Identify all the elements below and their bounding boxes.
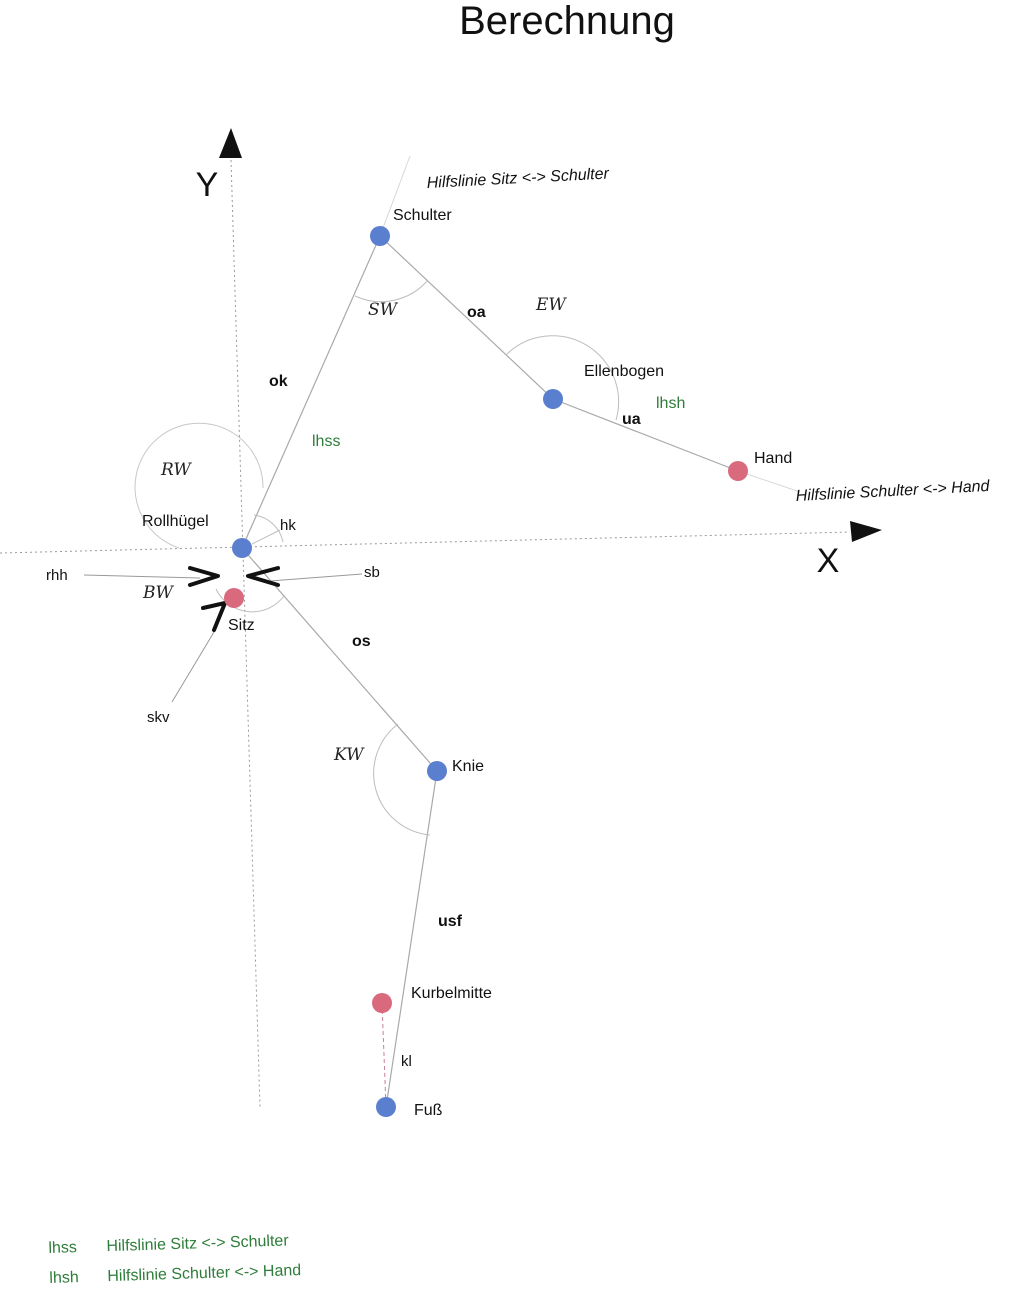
angle-arc-sw bbox=[354, 279, 429, 303]
joint-sitz bbox=[224, 588, 244, 608]
angle-arc-ew bbox=[505, 335, 620, 421]
pointer-skv bbox=[171, 631, 215, 703]
label-helper-lhsh: lhsh bbox=[656, 395, 685, 412]
angle-arc-hk bbox=[253, 514, 284, 543]
label-segment-ua: ua bbox=[622, 411, 641, 428]
legend-text: Hilfslinie Sitz <-> Schulter bbox=[106, 1232, 289, 1256]
helper-line-label-schulter-hand: Hilfslinie Schulter <-> Hand bbox=[795, 478, 991, 505]
label-segment-kl: kl bbox=[401, 1053, 412, 1070]
segment-oa bbox=[379, 235, 554, 400]
joint-hand bbox=[728, 461, 748, 481]
legend-text: Hilfslinie Schulter <-> Hand bbox=[107, 1262, 302, 1286]
label-segment-ok: ok bbox=[269, 373, 288, 390]
label-segment-sb: sb bbox=[364, 564, 380, 581]
angle-arc-bw bbox=[215, 588, 285, 613]
y-axis-arrow bbox=[219, 128, 242, 158]
label-knie: Knie bbox=[452, 758, 484, 775]
label-segment-os: os bbox=[352, 633, 371, 650]
segment-ok bbox=[241, 235, 381, 549]
angle-arc-rw bbox=[134, 422, 264, 549]
label-segment-hk: hk bbox=[280, 517, 296, 534]
angle-arc-kw bbox=[373, 723, 431, 836]
label-rollhuegel: Rollhügel bbox=[142, 513, 209, 530]
helper-line-schulter-hand-extension bbox=[737, 470, 801, 493]
y-axis bbox=[230, 159, 261, 1109]
label-segment-oa: oa bbox=[467, 304, 486, 321]
angle-label-sw: SW bbox=[368, 300, 399, 320]
angle-mark-left bbox=[188, 566, 220, 587]
pointer-sb bbox=[269, 573, 363, 582]
segment-usf bbox=[385, 770, 438, 1108]
helper-line-sitz-schulter-extension bbox=[379, 155, 411, 237]
label-hand: Hand bbox=[754, 450, 792, 467]
label-fuss: Fuß bbox=[414, 1102, 443, 1119]
joint-ellenbogen bbox=[543, 389, 563, 409]
joint-fuss bbox=[376, 1097, 396, 1117]
label-segment-skv: skv bbox=[147, 709, 170, 726]
angle-mark-lower bbox=[201, 601, 227, 632]
angle-label-kw: KW bbox=[333, 745, 365, 765]
x-axis-arrow bbox=[850, 521, 882, 542]
x-axis bbox=[0, 531, 851, 554]
legend-abbr: lhss bbox=[48, 1239, 78, 1257]
label-segment-rhh: rhh bbox=[46, 567, 68, 584]
helper-line-label-sitz-schulter: Hilfslinie Sitz <-> Schulter bbox=[426, 165, 610, 192]
joint-rollhuegel bbox=[232, 538, 252, 558]
pointer-hk bbox=[251, 529, 281, 545]
joint-schulter bbox=[370, 226, 390, 246]
angle-label-bw: BW bbox=[142, 583, 174, 603]
angle-label-rw: RW bbox=[160, 460, 192, 480]
joint-kurbelmitte bbox=[372, 993, 392, 1013]
label-kurbelmitte: Kurbelmitte bbox=[411, 985, 492, 1002]
label-schulter: Schulter bbox=[393, 207, 452, 224]
segment-ua bbox=[552, 398, 739, 472]
joint-knie bbox=[427, 761, 447, 781]
label-helper-lhss: lhss bbox=[312, 433, 340, 450]
diagram-title: Berechnung bbox=[459, 0, 675, 43]
segment-kl bbox=[381, 1002, 387, 1108]
label-sitz: Sitz bbox=[228, 617, 255, 634]
pointer-rhh bbox=[83, 574, 201, 579]
label-ellenbogen: Ellenbogen bbox=[584, 363, 664, 380]
legend-abbr: lhsh bbox=[49, 1269, 80, 1287]
y-axis-label: Y bbox=[196, 166, 219, 204]
angle-label-ew: EW bbox=[535, 295, 567, 315]
angle-mark-right bbox=[246, 566, 280, 587]
label-segment-usf: usf bbox=[438, 913, 463, 930]
x-axis-label: X bbox=[817, 542, 840, 580]
